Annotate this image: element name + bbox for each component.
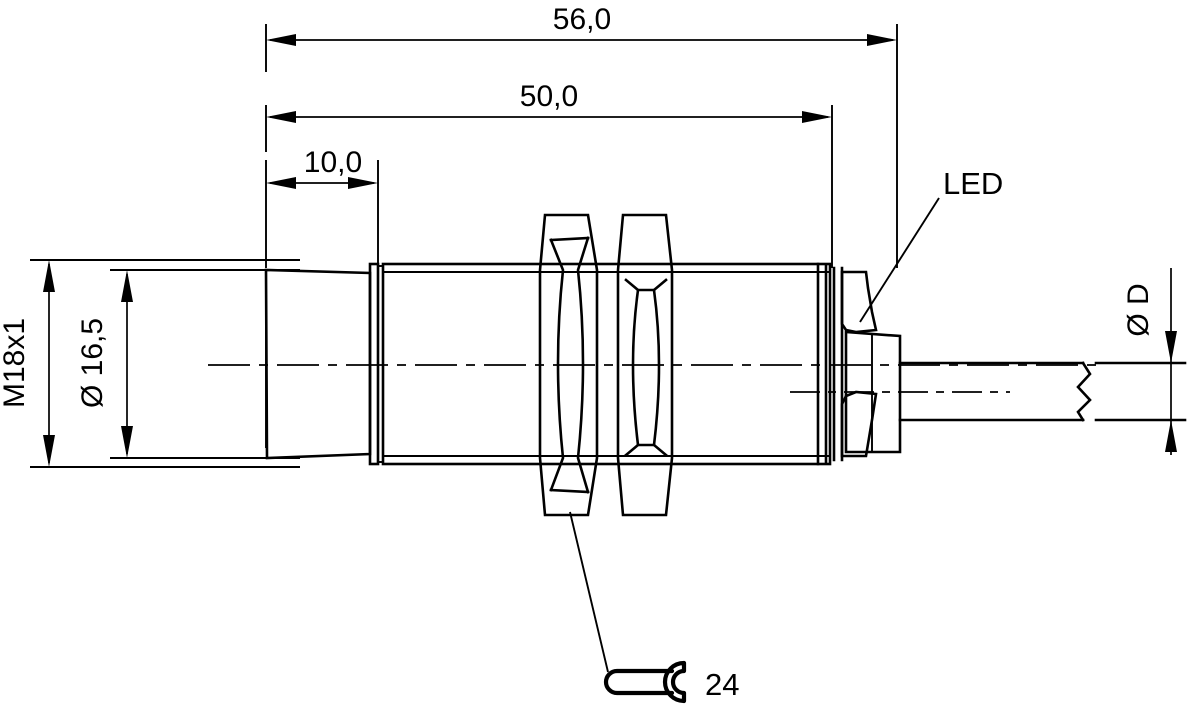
cable-gland [844, 330, 902, 454]
hex-nut-1-face-bottom [549, 488, 590, 494]
arrowhead-top-d165 [121, 270, 133, 302]
arrowhead-left-56 [266, 34, 296, 46]
leader-line-led [859, 197, 940, 323]
dimension-label-tip-diameter: Ø 16,5 [76, 318, 109, 408]
callout-label-wrench-size: 24 [705, 667, 739, 702]
hex-nut-1 [538, 213, 599, 517]
sensor-assembly [208, 213, 1187, 517]
cable-break-symbol [1076, 361, 1092, 422]
sensor-threaded-barrel [381, 262, 832, 466]
status-indicator [840, 270, 878, 334]
arrowhead-bottom-dD [1165, 420, 1177, 452]
hex-nut-2-outline [616, 213, 674, 517]
dimension-tip-length: 10,0 [265, 146, 379, 268]
dimension-cable-diameter: Ø D [1100, 268, 1185, 455]
arrowhead-right-56 [867, 34, 897, 46]
wrench-icon [603, 660, 687, 704]
dimension-label-body-length: 50,0 [520, 80, 578, 113]
dimension-label-thread-size: M18x1 [0, 318, 31, 408]
arrowhead-top-m18 [43, 260, 55, 292]
dimension-thread-size: M18x1 [0, 259, 300, 468]
hex-nut-1-face-top [549, 236, 590, 242]
arrowhead-right-50 [802, 111, 832, 123]
dimension-label-cable-diameter: Ø D [1122, 283, 1155, 336]
hex-nut-2-chamfer-left [624, 278, 640, 457]
arrowhead-bottom-m18 [43, 435, 55, 467]
leader-line-wrench [569, 511, 609, 673]
hex-nut-1-chamfer-right [576, 236, 590, 494]
arrowhead-left-50 [266, 111, 296, 123]
dimension-tip-diameter: Ø 16,5 [76, 269, 300, 459]
hex-nut-2-chamfer-right [652, 278, 668, 457]
dimension-body-length: 50,0 [265, 80, 833, 268]
status-indicator-lower [840, 390, 878, 458]
dimension-label-tip-length: 10,0 [304, 146, 362, 179]
arrowhead-bottom-d165 [121, 426, 133, 458]
dimension-label-overall-length: 56,0 [553, 3, 611, 36]
callout-led: LED [859, 166, 1003, 323]
callout-label-led: LED [943, 166, 1003, 201]
hex-nut-1-chamfer-left [549, 238, 565, 492]
sensor-tip-outer [264, 268, 372, 460]
sensor-collar-ring-1 [368, 262, 380, 466]
dimension-overall-length: 56,0 [265, 3, 898, 268]
arrowhead-left-10 [266, 177, 296, 189]
callout-wrench-size: 24 [569, 511, 739, 704]
hex-nut-1-outline [538, 213, 599, 517]
arrowhead-top-dD [1165, 331, 1177, 363]
arrowhead-right-10 [348, 177, 378, 189]
